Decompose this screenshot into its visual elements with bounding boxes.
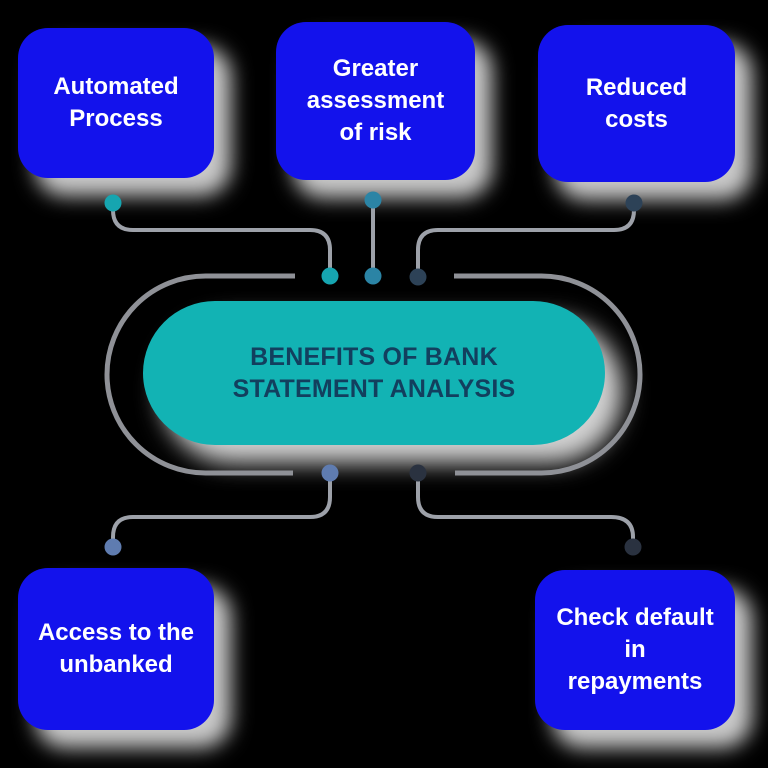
node-label-line: Access to the [37, 619, 195, 647]
connector-automated-process [111, 205, 332, 272]
dot-access-unbanked-ring-end [321, 464, 339, 482]
node-label-line: assessment [306, 87, 445, 115]
dot-reduced-costs-ring-end [409, 268, 427, 286]
dot-automated-process-ring-end [321, 267, 339, 285]
node-label-line: unbanked [59, 651, 173, 678]
node-reduced-costs: Reduced costs [538, 25, 735, 182]
node-label-line: of risk [339, 118, 412, 146]
dot-check-default-ring-end [409, 464, 427, 482]
node-automated-process: Automated Process [18, 28, 214, 178]
central-pill-title-line: BENEFITS OF BANK [250, 343, 498, 371]
node-access-to-the-unbanked: Access to the unbanked [18, 568, 214, 730]
dot-access-unbanked-node-end [104, 538, 122, 556]
connector-check-default [416, 477, 635, 543]
connector-access-unbanked [111, 477, 332, 543]
node-label-line: Automated [53, 73, 179, 101]
node-label-line: Process [69, 105, 163, 132]
node-label-line: Greater [332, 55, 419, 83]
node-label-line: costs [605, 105, 668, 133]
dot-reduced-costs-node-end [625, 194, 643, 212]
central-pill-title-line: STATEMENT ANALYSIS [232, 375, 516, 403]
node-label-line: in [624, 636, 646, 664]
dot-check-default-node-end [624, 538, 642, 556]
node-label-line: repayments [567, 667, 703, 695]
node-greater-assessment-of-risk: Greater assessment of risk [276, 22, 475, 180]
connector-reduced-costs [416, 205, 636, 273]
node-check-default-in-repayments: Check default in repayments [535, 570, 735, 730]
dot-greater-assessment-node-end [364, 191, 382, 209]
central-pill: BENEFITS OF BANK STATEMENT ANALYSIS [143, 301, 605, 445]
node-label-line: Check default [556, 604, 714, 632]
dot-automated-process-node-end [104, 194, 122, 212]
dot-greater-assessment-ring-end [364, 267, 382, 285]
node-label-line: Reduced [585, 73, 688, 101]
